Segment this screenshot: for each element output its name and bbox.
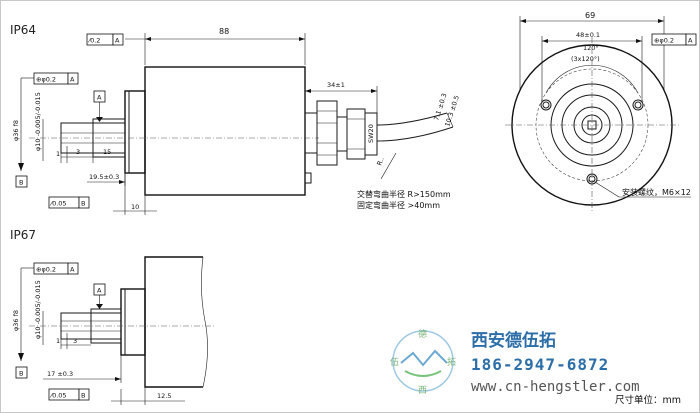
dimension-19-5: 19.5±0.3: [87, 171, 126, 186]
small-dims-bottom: 1 3: [56, 333, 91, 349]
svg-text:拓: 拓: [447, 356, 456, 368]
svg-text:B: B: [19, 370, 23, 378]
svg-text:34±1: 34±1: [327, 81, 345, 89]
svg-text:12.5: 12.5: [157, 392, 171, 400]
shaft-diameter-dims-bottom: φ36 f8 φ10 -0.005/-0.015: [12, 280, 44, 361]
dimension-10: 10: [113, 173, 157, 215]
flatness-tolerance-top: ⁄0.2 A: [86, 33, 124, 46]
svg-text:A: A: [70, 266, 75, 274]
dimension-88: 88: [125, 27, 306, 65]
ip67-label: IP67: [10, 228, 36, 242]
bend-radius-static-note: 固定弯曲半径 >40mm: [357, 200, 440, 210]
svg-text:B: B: [81, 200, 85, 208]
svg-text:西: 西: [418, 385, 427, 396]
svg-text:⁄0.2: ⁄0.2: [87, 37, 100, 45]
svg-text:1: 1: [56, 150, 60, 158]
svg-text:A: A: [97, 287, 102, 295]
svg-text:A: A: [115, 37, 120, 45]
dimension-17: 17 ±0.3: [43, 355, 122, 383]
svg-text:φ36 f8: φ36 f8: [12, 120, 20, 141]
svg-text:17 ±0.3: 17 ±0.3: [47, 370, 73, 378]
svg-text:3: 3: [76, 148, 80, 156]
svg-text:48±0.1: 48±0.1: [576, 31, 600, 39]
svg-text:⊕φ0.2: ⊕φ0.2: [36, 266, 56, 274]
svg-text:A: A: [688, 37, 693, 45]
svg-text:88: 88: [219, 27, 229, 36]
svg-text:φ10 -0.005/-0.015: φ10 -0.005/-0.015: [34, 92, 42, 151]
svg-text:⁄0.05: ⁄0.05: [49, 200, 67, 208]
dimension-12-5: 12.5: [111, 387, 185, 405]
bend-radius-dynamic-note: 交替弯曲半径 R>150mm: [357, 189, 451, 199]
svg-text:φ36 f8: φ36 f8: [12, 310, 20, 331]
datum-b-bottom: B: [15, 366, 28, 379]
runout-tolerance-top: ⁄0.05 B: [48, 196, 90, 209]
svg-text:(3x120°): (3x120°): [571, 55, 600, 63]
ip64-label: IP64: [10, 23, 36, 37]
svg-text:R..: R..: [375, 156, 385, 167]
datum-b-top: B: [15, 175, 28, 188]
position-tolerance-top: ⊕φ0.2 A: [20, 72, 79, 96]
shaft-diameter-dims-top: φ36 f8 φ10 -0.005/-0.015: [12, 92, 44, 171]
watermark-url: www.cn-hengstler.com: [471, 379, 640, 395]
watermark-phone: 186-2947-6872: [471, 355, 609, 374]
svg-text:B: B: [81, 392, 85, 400]
svg-text:10: 10: [131, 203, 139, 211]
small-dims-top: 1 3 15: [56, 146, 126, 163]
cable-gland: 34±1 SW20: [304, 81, 378, 166]
svg-text:B: B: [19, 179, 23, 187]
svg-text:⁄0.05: ⁄0.05: [49, 392, 67, 400]
svg-text:15: 15: [103, 148, 111, 156]
svg-text:德: 德: [418, 328, 427, 340]
svg-text:19.5±0.3: 19.5±0.3: [89, 173, 119, 181]
encoder-body-bottom: A: [60, 256, 208, 388]
unit-label: 尺寸单位：mm: [615, 394, 681, 406]
svg-text:69: 69: [585, 11, 595, 20]
svg-text:3: 3: [73, 337, 77, 345]
svg-text:A: A: [97, 94, 102, 102]
mount-screw-note: 安装螺纹，M6×12: [622, 187, 691, 197]
company-seal-logo: 德 伍 拓 西: [390, 328, 456, 396]
svg-text:120°: 120°: [583, 44, 599, 52]
svg-text:A: A: [70, 76, 75, 84]
svg-text:⊕φ0.2: ⊕φ0.2: [654, 37, 674, 45]
position-tolerance-bottom: ⊕φ0.2 A: [20, 262, 79, 286]
svg-text:⊕φ0.2: ⊕φ0.2: [36, 76, 56, 84]
svg-text:SW20: SW20: [367, 124, 375, 143]
svg-text:φ10 -0.005/-0.015: φ10 -0.005/-0.015: [34, 280, 42, 339]
svg-text:1: 1: [56, 337, 60, 345]
front-view: 69 48±0.1 120° (3x120°) ⊕φ0.2 A: [505, 11, 697, 213]
svg-text:伍: 伍: [390, 357, 399, 368]
cable: R.. 7.1 ±0.3 10.3 ±0.5: [375, 92, 461, 180]
runout-tolerance-bottom: ⁄0.05 B: [48, 388, 90, 401]
watermark-company: 西安德伍拓: [471, 330, 556, 351]
